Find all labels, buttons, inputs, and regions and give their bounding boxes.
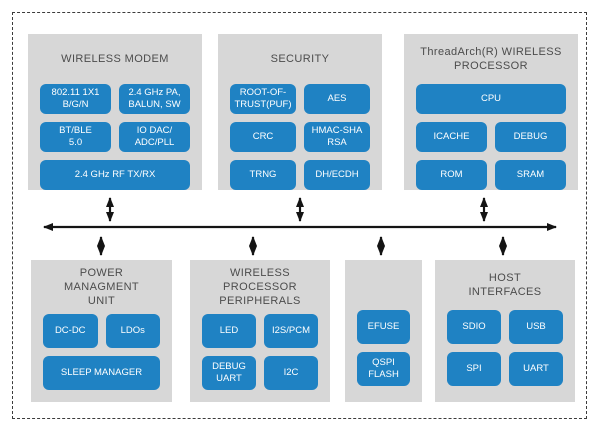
chip-bt-ble-5: BT/BLE 5.0 bbox=[40, 122, 111, 152]
security-block: SECURITY ROOT-OF- TRUST(PUF) AES CRC HMA… bbox=[218, 34, 382, 190]
chip-i2c: I2C bbox=[264, 356, 318, 390]
wireless-processor-peripherals-block: WIRELESS PROCESSOR PERIPHERALS LED I2S/P… bbox=[190, 260, 330, 402]
threadarch-wireless-processor-block: ThreadArch(R) WIRELESS PROCESSOR CPU ICA… bbox=[404, 34, 578, 190]
chip-i2s-pcm: I2S/PCM bbox=[264, 314, 318, 348]
pmu-chips: DC-DC LDOs SLEEP MANAGER bbox=[43, 314, 160, 390]
chip-dc-dc: DC-DC bbox=[43, 314, 98, 348]
pmu-title: POWER MANAGMENT UNIT bbox=[63, 266, 140, 308]
memory-chips: EFUSE QSPI FLASH bbox=[357, 310, 410, 386]
peripherals-chips: LED I2S/PCM DEBUG UART I2C bbox=[202, 314, 318, 390]
chip-efuse: EFUSE bbox=[357, 310, 410, 344]
chip-sleep-manager: SLEEP MANAGER bbox=[43, 356, 160, 390]
host-interfaces-chips: SDIO USB SPI UART bbox=[447, 310, 563, 386]
chip-debug: DEBUG bbox=[495, 122, 566, 152]
host-interfaces-title: HOST INTERFACES bbox=[468, 271, 542, 298]
peripherals-title: WIRELESS PROCESSOR PERIPHERALS bbox=[219, 266, 301, 308]
chip-debug-uart: DEBUG UART bbox=[202, 356, 256, 390]
chip-trng: TRNG bbox=[230, 160, 296, 190]
security-chips: ROOT-OF- TRUST(PUF) AES CRC HMAC-SHA RSA… bbox=[230, 84, 370, 190]
chip-spi: SPI bbox=[447, 352, 501, 386]
chip-io-dac-adc-pll: IO DAC/ ADC/PLL bbox=[119, 122, 190, 152]
chip-root-of-trust-puf: ROOT-OF- TRUST(PUF) bbox=[230, 84, 296, 114]
chip-80211-1x1-bgn: 802.11 1X1 B/G/N bbox=[40, 84, 111, 114]
host-interfaces-block: HOST INTERFACES SDIO USB SPI UART bbox=[435, 260, 575, 402]
security-title: SECURITY bbox=[270, 52, 330, 65]
chip-ldos: LDOs bbox=[105, 314, 160, 348]
power-management-unit-block: POWER MANAGMENT UNIT DC-DC LDOs SLEEP MA… bbox=[31, 260, 172, 402]
chip-aes: AES bbox=[304, 84, 370, 114]
chip-24ghz-rf-txrx: 2.4 GHz RF TX/RX bbox=[40, 160, 190, 190]
chip-sram: SRAM bbox=[495, 160, 566, 190]
wireless-modem-chips: 802.11 1X1 B/G/N 2.4 GHz PA, BALUN, SW B… bbox=[40, 84, 190, 190]
memory-title-spacer bbox=[357, 270, 410, 300]
chip-uart: UART bbox=[509, 352, 563, 386]
threadarch-title: ThreadArch(R) WIRELESS PROCESSOR bbox=[420, 45, 562, 72]
threadarch-chips: CPU ICACHE DEBUG ROM SRAM bbox=[416, 84, 566, 190]
chip-led: LED bbox=[202, 314, 256, 348]
memory-block: EFUSE QSPI FLASH bbox=[345, 260, 422, 402]
chip-icache: ICACHE bbox=[416, 122, 487, 152]
chip-cpu: CPU bbox=[416, 84, 566, 114]
chip-24ghz-pa-balun-sw: 2.4 GHz PA, BALUN, SW bbox=[119, 84, 190, 114]
chip-qspi-flash: QSPI FLASH bbox=[357, 352, 410, 386]
chip-dh-ecdh: DH/ECDH bbox=[304, 160, 370, 190]
chip-hmac-sha-rsa: HMAC-SHA RSA bbox=[304, 122, 370, 152]
chip-rom: ROM bbox=[416, 160, 487, 190]
chip-sdio: SDIO bbox=[447, 310, 501, 344]
chip-crc: CRC bbox=[230, 122, 296, 152]
chip-usb: USB bbox=[509, 310, 563, 344]
wireless-modem-block: WIRELESS MODEM 802.11 1X1 B/G/N 2.4 GHz … bbox=[28, 34, 202, 190]
wireless-modem-title: WIRELESS MODEM bbox=[61, 52, 169, 65]
